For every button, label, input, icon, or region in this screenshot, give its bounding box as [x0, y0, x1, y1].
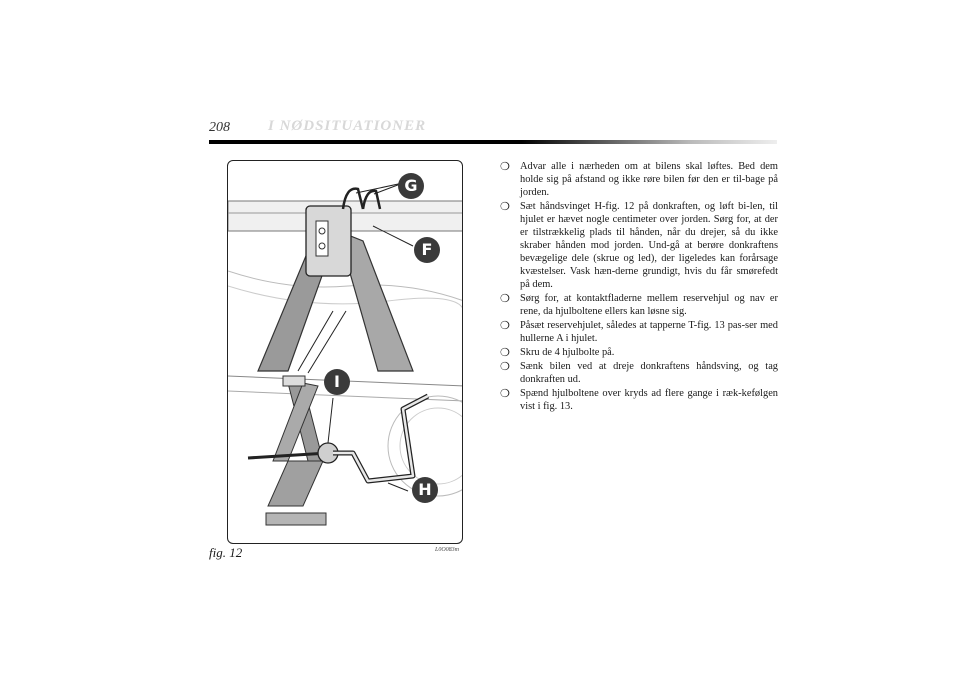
list-item: ❍ Påsæt reservehjulet, således at tappern… — [500, 319, 778, 345]
bullet-icon: ❍ — [500, 292, 510, 305]
header-rule — [209, 140, 777, 144]
bullet-icon: ❍ — [500, 360, 510, 373]
list-item-text: Advar alle i nærheden om at bilens skal … — [520, 161, 778, 198]
list-item: ❍ Sænk bilen ved at dreje donkraftens hån… — [500, 360, 778, 386]
list-item-text: Sørg for, at kontaktfladerne mellem rese… — [520, 293, 778, 317]
bullet-icon: ❍ — [500, 346, 510, 359]
list-item: ❍ Skru de 4 hjulbolte på. — [500, 346, 778, 359]
list-item: ❍ Advar alle i nærheden om at bilens skal… — [500, 160, 778, 199]
list-item-text: Skru de 4 hjulbolte på. — [520, 347, 615, 358]
callout-g: G — [398, 173, 424, 199]
figure-caption: fig. 12 — [209, 545, 243, 560]
list-item-text: Spænd hjulboltene over kryds ad flere ga… — [520, 388, 778, 412]
bullet-icon: ❍ — [500, 160, 510, 173]
callout-h: H — [412, 477, 438, 503]
bullet-icon: ❍ — [500, 387, 510, 400]
list-item-text: Sænk bilen ved at dreje donkraftens hånd… — [520, 361, 778, 385]
instruction-list: ❍ Advar alle i nærheden om at bilens skal… — [500, 160, 778, 414]
jack-illustration — [228, 182, 462, 526]
figure-illustration: G F I H — [227, 160, 463, 544]
figure-code: L0O083m — [435, 547, 460, 553]
page-number: 208 — [209, 120, 230, 135]
section-title: I NØDSITUATIONER — [268, 118, 427, 134]
bullet-icon: ❍ — [500, 200, 510, 213]
callout-f: F — [414, 237, 440, 263]
list-item: ❍ Sæt håndsvinget H-fig. 12 på donkraften… — [500, 200, 778, 291]
list-item: ❍ Spænd hjulboltene over kryds ad flere g… — [500, 387, 778, 413]
bullet-icon: ❍ — [500, 319, 510, 332]
list-item: ❍ Sørg for, at kontaktfladerne mellem res… — [500, 292, 778, 318]
list-item-text: Påsæt reservehjulet, således at tapperne… — [520, 320, 778, 344]
callout-i: I — [324, 369, 350, 395]
list-item-text: Sæt håndsvinget H-fig. 12 på donkraften,… — [520, 201, 778, 290]
